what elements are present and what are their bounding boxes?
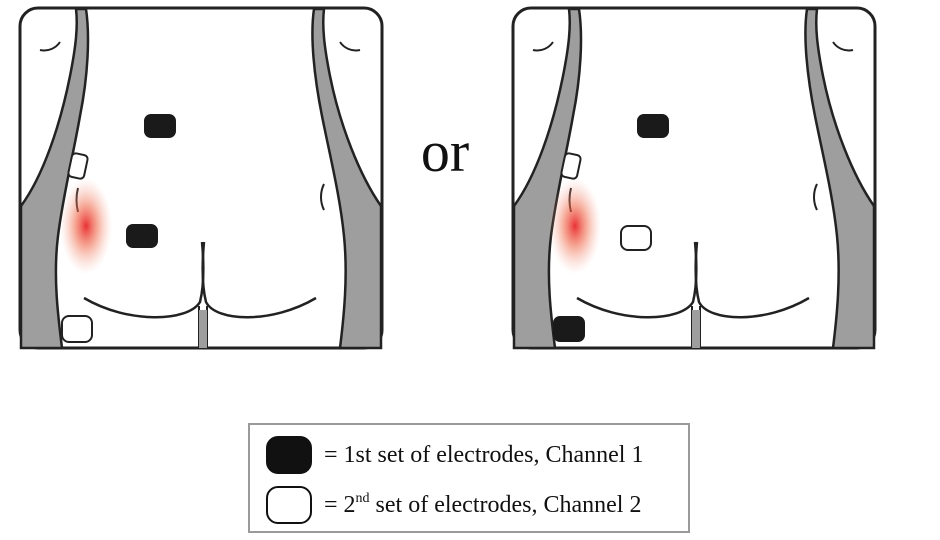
legend-row-channel2: = 2nd set of electrodes, Channel 2 [266, 484, 641, 526]
legend-label-channel1: = 1st set of electrodes, Channel 1 [324, 441, 644, 468]
electrode-channel2-middle [620, 225, 652, 251]
electrode-channel1-upper [637, 114, 669, 138]
left-flank-shading [19, 7, 90, 350]
electrode-channel1-upper [144, 114, 176, 138]
lower-back-figure [511, 6, 877, 350]
right-flank-shading [311, 7, 383, 350]
placement-option-2 [511, 6, 877, 350]
right-buttock-line [694, 241, 810, 319]
placement-option-1 [18, 6, 384, 350]
or-separator: or [420, 119, 470, 184]
pain-area [549, 178, 601, 274]
right-buttock-line [201, 241, 317, 319]
legend: = 1st set of electrodes, Channel 1 = 2nd… [248, 423, 690, 533]
electrode-channel1-lower [553, 316, 585, 342]
electrode-channel1-lower [126, 224, 158, 248]
legend-label-channel2: = 2nd set of electrodes, Channel 2 [324, 490, 642, 518]
channel1-electrode-swatch [266, 436, 312, 474]
channel2-electrode-swatch [266, 486, 312, 524]
lower-back-figure [18, 6, 384, 350]
electrode-channel2-side [67, 152, 89, 180]
electrode-channel2-lower [61, 315, 93, 343]
left-flank-shading [512, 7, 583, 350]
right-flank-shading [804, 7, 876, 350]
electrode-channel2-side [560, 152, 582, 180]
legend-row-channel1: = 1st set of electrodes, Channel 1 [266, 434, 643, 476]
pain-area [60, 178, 112, 274]
